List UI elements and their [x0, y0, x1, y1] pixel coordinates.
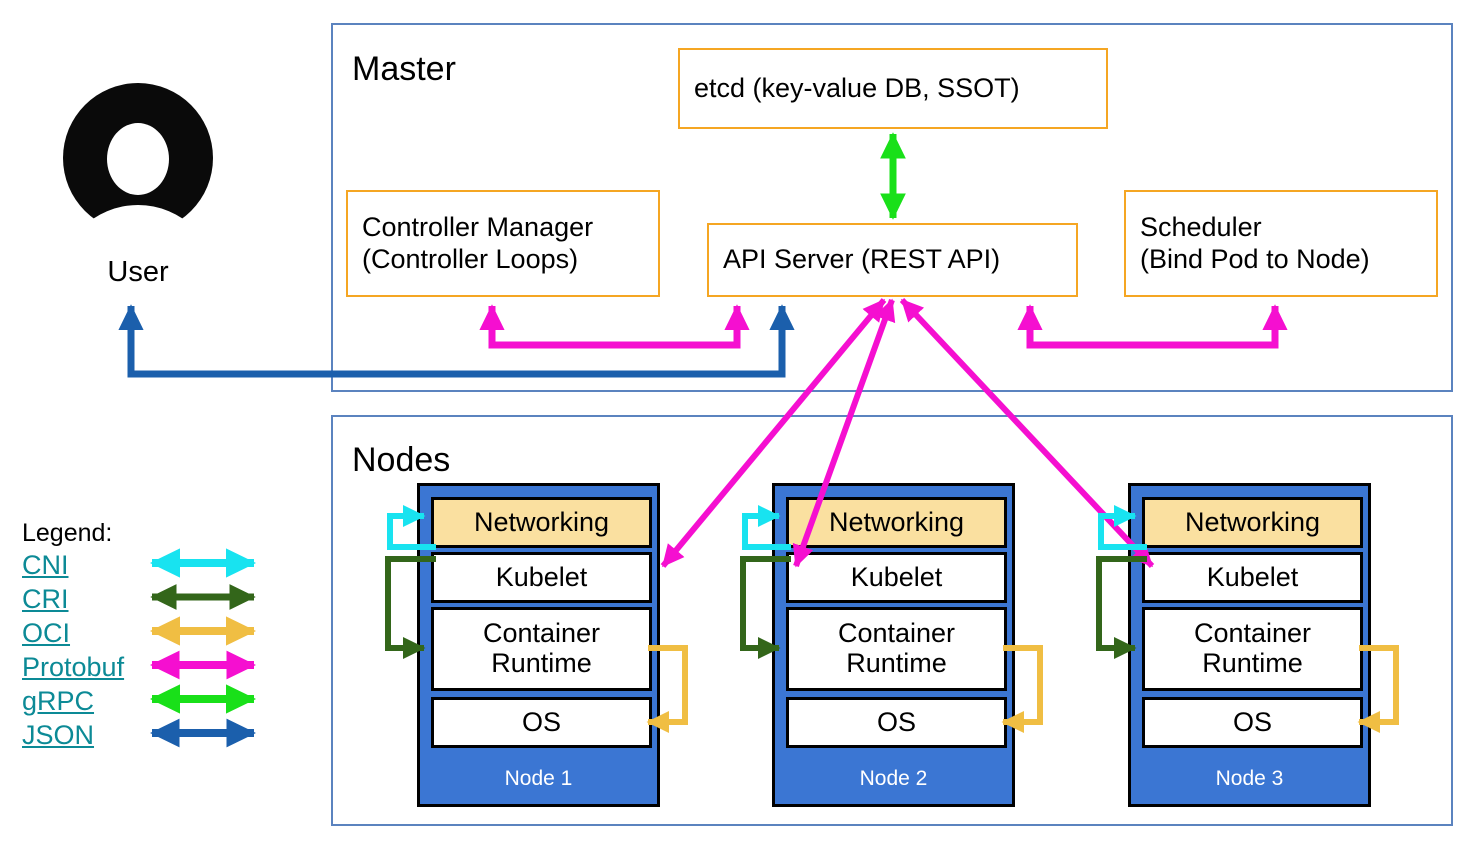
- node-2-container-runtime-layer[interactable]: Container Runtime: [786, 607, 1007, 691]
- connector-cri-node3: [1096, 556, 1147, 660]
- node-2-container-runtime-label: Container Runtime: [837, 618, 956, 678]
- controller-manager-label: Controller Manager (Controller Loops): [362, 212, 594, 274]
- etcd-label: etcd (key-value DB, SSOT): [694, 72, 1020, 103]
- connector-cri-node1: [385, 556, 436, 660]
- connector-cni-node2: [742, 504, 791, 550]
- node-1-name: Node 1: [504, 767, 573, 790]
- node-1-kubelet-label: Kubelet: [495, 561, 588, 592]
- node-card-3[interactable]: Networking Kubelet Container Runtime OS …: [1128, 483, 1371, 807]
- node-2-os-label: OS: [876, 706, 916, 737]
- api-server-box[interactable]: API Server (REST API): [707, 223, 1078, 297]
- connector-cni-node3: [1098, 504, 1147, 550]
- node-3-kubelet-label: Kubelet: [1206, 561, 1299, 592]
- connector-cni-node1: [387, 504, 436, 550]
- node-1-os-layer[interactable]: OS: [431, 697, 652, 748]
- node-2-os-layer[interactable]: OS: [786, 697, 1007, 748]
- user-caption: User: [107, 256, 169, 288]
- node-1-kubelet-layer[interactable]: Kubelet: [431, 552, 652, 603]
- controller-manager-box[interactable]: Controller Manager (Controller Loops): [346, 190, 660, 297]
- nodes-group-title: Nodes: [352, 441, 451, 479]
- legend-label-json[interactable]: JSON: [22, 720, 95, 750]
- scheduler-box[interactable]: Scheduler (Bind Pod to Node): [1124, 190, 1438, 297]
- connector-oci-node1: [646, 645, 688, 734]
- node-card-1[interactable]: Networking Kubelet Container Runtime OS …: [417, 483, 660, 807]
- connector-protobuf-apiserver-node2: [792, 298, 896, 568]
- connector-cri-node2: [740, 556, 791, 660]
- legend-title: Legend:: [22, 519, 113, 547]
- node-1-os-label: OS: [521, 706, 561, 737]
- node-1-container-runtime-layer[interactable]: Container Runtime: [431, 607, 652, 691]
- node-3-os-layer[interactable]: OS: [1142, 697, 1363, 748]
- legend-label-cri[interactable]: CRI: [22, 584, 69, 614]
- node-3-container-runtime-label: Container Runtime: [1193, 618, 1312, 678]
- legend-label-protobuf[interactable]: Protobuf: [22, 652, 125, 682]
- node-3-name: Node 3: [1215, 767, 1284, 790]
- node-1-networking-label: Networking: [473, 506, 610, 537]
- node-3-kubelet-layer[interactable]: Kubelet: [1142, 552, 1363, 603]
- connector-oci-node2: [1001, 645, 1043, 734]
- node-1-networking-layer[interactable]: Networking: [431, 497, 652, 548]
- node-3-container-runtime-layer[interactable]: Container Runtime: [1142, 607, 1363, 691]
- master-group-title: Master: [352, 50, 456, 88]
- etcd-box[interactable]: etcd (key-value DB, SSOT): [678, 48, 1108, 129]
- connector-oci-node3: [1357, 645, 1399, 734]
- api-server-label: API Server (REST API): [723, 244, 1001, 275]
- node-1-container-runtime-label: Container Runtime: [482, 618, 601, 678]
- connector-protobuf-apiserver-node3: [899, 297, 1155, 569]
- user-avatar-icon: [55, 75, 225, 245]
- node-3-os-label: OS: [1232, 706, 1272, 737]
- legend-label-grpc[interactable]: gRPC: [22, 686, 95, 716]
- node-2-name: Node 2: [859, 767, 928, 790]
- node-3-networking-layer[interactable]: Networking: [1142, 497, 1363, 548]
- legend-label-oci[interactable]: OCI: [22, 618, 71, 648]
- node-3-networking-label: Networking: [1184, 506, 1321, 537]
- legend-label-cni[interactable]: CNI: [22, 550, 69, 580]
- scheduler-label: Scheduler (Bind Pod to Node): [1140, 212, 1370, 274]
